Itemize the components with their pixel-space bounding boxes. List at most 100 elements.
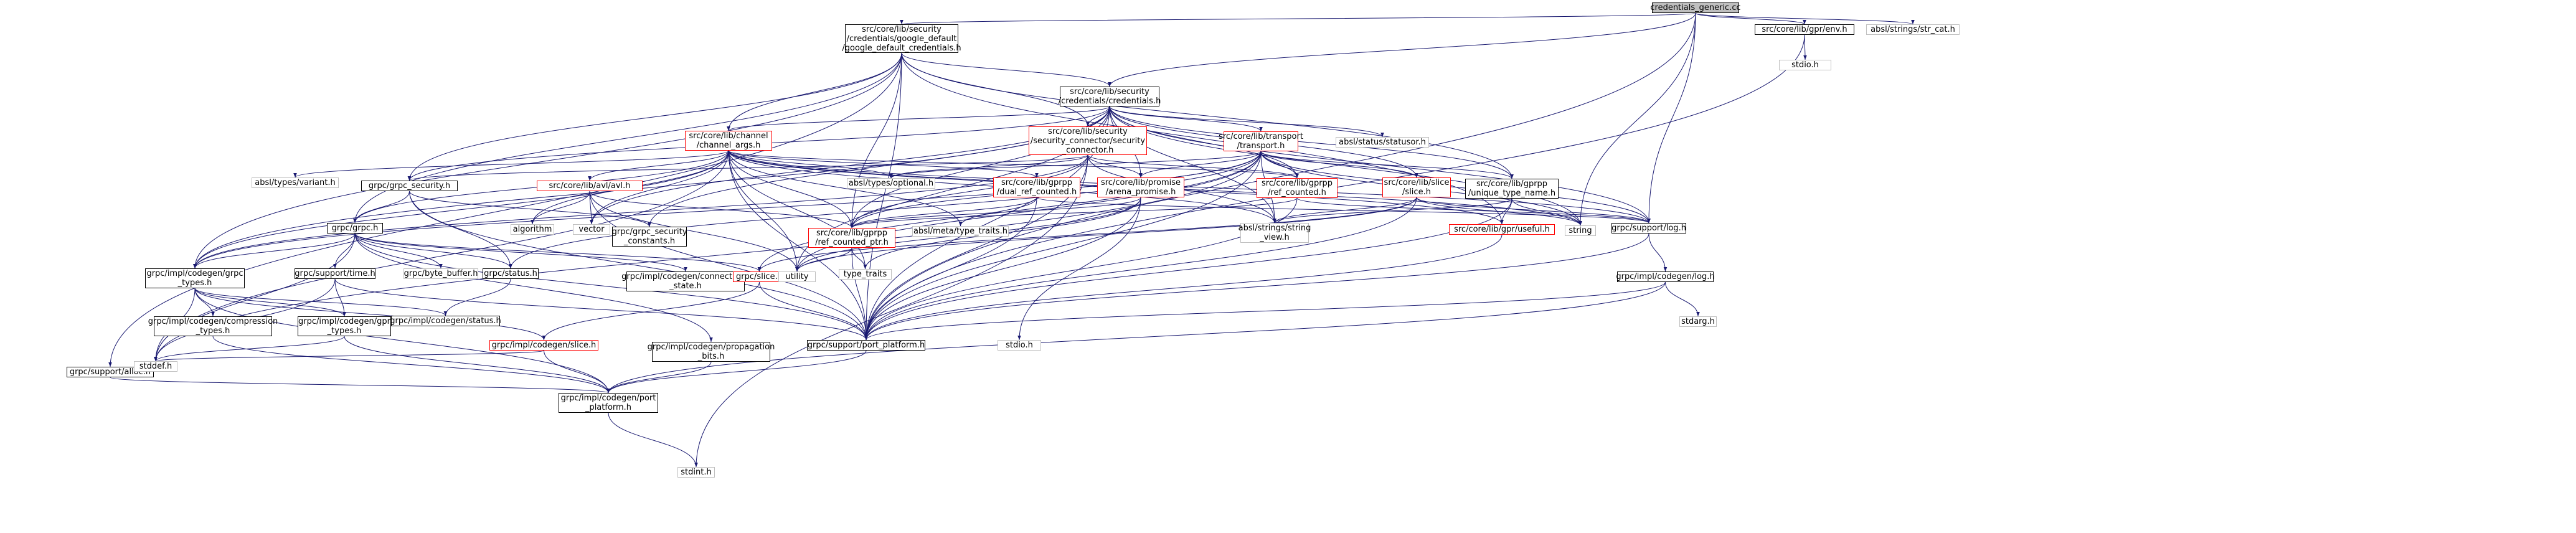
graph-node-stdarg[interactable]: stdarg.h: [1679, 316, 1717, 327]
node-label: absl/meta/type_traits.h: [913, 227, 1007, 236]
graph-node-gpr-types[interactable]: grpc/impl/codegen/gpr _types.h: [298, 316, 391, 336]
graph-node-channel-args[interactable]: src/core/lib/channel /channel_args.h: [685, 131, 772, 151]
dependency-edge: [864, 197, 1037, 341]
graph-node-avl[interactable]: src/core/lib/avl/avl.h: [537, 181, 643, 191]
graph-node-slice-h[interactable]: src/core/lib/slice /slice.h: [1382, 177, 1451, 197]
node-label: grpc/impl/codegen/status.h: [390, 316, 501, 326]
node-label: src/core/lib/channel /channel_args.h: [689, 131, 768, 150]
graph-node-stdint[interactable]: stdint.h: [677, 467, 715, 478]
dependency-edge: [354, 233, 762, 272]
dependency-edge: [1511, 198, 1582, 226]
graph-node-arena-promise[interactable]: src/core/lib/promise /arena_promise.h: [1097, 177, 1184, 197]
dependency-edge: [795, 151, 1262, 272]
node-label: grpc/byte_buffer.h: [403, 269, 478, 278]
graph-node-credentials[interactable]: src/core/lib/security /credentials/crede…: [1059, 87, 1161, 106]
dependency-edge: [606, 350, 867, 394]
node-label: src/core/lib/security /security_connecto…: [1030, 126, 1146, 155]
dependency-edge: [193, 233, 356, 269]
dependency-edge: [606, 361, 712, 394]
graph-node-grpc-h[interactable]: grpc/grpc.h: [327, 223, 383, 233]
graph-node-string[interactable]: string: [1565, 225, 1596, 236]
graph-node-security-connector[interactable]: src/core/lib/security /security_connecto…: [1029, 126, 1147, 155]
graph-node-useful[interactable]: src/core/lib/gpr/useful.h: [1449, 224, 1555, 235]
dependency-edge: [354, 233, 687, 272]
dependency-edge: [194, 288, 448, 316]
dependency-edge: [1648, 233, 1668, 272]
graph-node-stddef[interactable]: stddef.h: [134, 361, 177, 372]
dependency-edge: [1578, 12, 1696, 226]
graph-node-utility[interactable]: utility: [778, 271, 816, 282]
graph-node-algorithm[interactable]: algorithm: [511, 224, 554, 235]
graph-node-grpc-types[interactable]: grpc/impl/codegen/grpc _types.h: [145, 268, 245, 288]
dependency-edge: [864, 233, 1649, 341]
dependency-edge: [409, 191, 651, 227]
graph-node-dual-ref[interactable]: src/core/lib/gprpp /dual_ref_counted.h: [993, 177, 1080, 197]
node-label: src/core/lib/security /credentials/googl…: [842, 24, 961, 53]
node-label: src/core/lib/gprpp /ref_counted_ptr.h: [815, 229, 889, 247]
dependency-edge: [759, 281, 868, 341]
node-label: grpc/impl/codegen/propagation _bits.h: [647, 342, 775, 361]
dependency-edge: [864, 281, 1666, 341]
dependency-edge: [409, 191, 868, 341]
dependency-edge: [728, 150, 1039, 178]
graph-node-codegen-status[interactable]: grpc/impl/codegen/status.h: [390, 316, 501, 326]
graph-node-stdio[interactable]: stdio.h: [1779, 60, 1831, 70]
graph-node-grpc-security[interactable]: grpc/grpc_security.h: [361, 181, 458, 191]
dependency-edge: [1647, 12, 1696, 224]
node-label: string: [1569, 226, 1592, 235]
graph-node-status[interactable]: grpc/status.h: [483, 268, 539, 279]
graph-node-ref-counted[interactable]: src/core/lib/gprpp /ref_counted.h: [1257, 178, 1338, 198]
dependency-edge: [194, 288, 546, 341]
node-label: grpc/support/time.h: [295, 269, 375, 278]
graph-node-optional[interactable]: absl/types/optional.h: [847, 178, 935, 189]
graph-node-alloc[interactable]: grpc/support/alloc.h: [67, 367, 154, 377]
dependency-edge: [850, 197, 1298, 229]
dependency-edge: [1260, 151, 1418, 178]
dependency-edge: [727, 106, 1110, 131]
graph-node-variant[interactable]: absl/types/variant.h: [252, 177, 339, 188]
node-label: grpc/impl/codegen/connectivity _state.h: [621, 272, 750, 291]
node-label: absl/status/statusor.h: [1339, 138, 1426, 147]
graph-node-type-traits-h[interactable]: absl/meta/type_traits.h: [912, 226, 1009, 237]
dependency-edge: [1109, 106, 1514, 179]
graph-node-statusor[interactable]: absl/status/statusor.h: [1336, 137, 1429, 148]
dependency-edge: [407, 52, 902, 181]
graph-node-connectivity-state[interactable]: grpc/impl/codegen/connectivity _state.h: [621, 271, 750, 291]
dependency-edge: [1087, 154, 1299, 179]
graph-node-slice-pub[interactable]: grpc/slice.h: [733, 271, 786, 282]
graph-node-byte-buffer[interactable]: grpc/byte_buffer.h: [403, 268, 478, 279]
graph-node-port-platform[interactable]: grpc/support/port_platform.h: [807, 340, 925, 351]
node-label: stdio.h: [1006, 341, 1033, 350]
node-label: algorithm: [512, 225, 552, 234]
graph-node-str-cat[interactable]: absl/strings/str_cat.h: [1866, 24, 1960, 35]
node-label: grpc/grpc.h: [331, 224, 379, 233]
dependency-edge: [606, 281, 1666, 394]
node-label: credentials_generic.cc: [1650, 3, 1741, 12]
graph-node-transport[interactable]: src/core/lib/transport /transport.h: [1219, 131, 1303, 151]
graph-node-codegen-slice[interactable]: grpc/impl/codegen/slice.h: [489, 340, 598, 351]
node-label: absl/strings/str_cat.h: [1871, 25, 1955, 34]
graph-node-vector[interactable]: vector: [573, 224, 610, 235]
graph-node-gpr-env[interactable]: src/core/lib/gpr/env.h: [1755, 24, 1854, 35]
dependency-edge: [544, 350, 610, 394]
dependency-edge: [864, 234, 1503, 341]
dependency-edge: [193, 52, 902, 269]
graph-node-unique-type-name[interactable]: src/core/lib/gprpp /unique_type_name.h: [1465, 179, 1559, 199]
graph-node-log[interactable]: grpc/support/log.h: [1611, 223, 1686, 233]
dependency-edge: [193, 154, 1088, 269]
node-label: grpc/impl/codegen/grpc _types.h: [146, 269, 243, 288]
node-label: utility: [785, 272, 809, 281]
graph-node-stdio-h[interactable]: stdio.h: [998, 340, 1041, 351]
graph-node-security-constants[interactable]: grpc/grpc_security _constants.h: [612, 227, 687, 247]
graph-node-codegen-log[interactable]: grpc/impl/codegen/log.h: [1616, 271, 1715, 282]
graph-node-codegen-port-platform[interactable]: grpc/impl/codegen/port _platform.h: [559, 393, 658, 413]
graph-node-string-view[interactable]: absl/strings/string _view.h: [1238, 223, 1311, 243]
dependency-edge: [1695, 12, 1806, 25]
graph-node-time[interactable]: grpc/support/time.h: [295, 268, 375, 279]
graph-node-type-traits[interactable]: type_traits: [839, 269, 892, 280]
graph-node-compression-types[interactable]: grpc/impl/codegen/compression _types.h: [148, 316, 278, 336]
graph-node-google-default[interactable]: src/core/lib/security /credentials/googl…: [842, 24, 961, 53]
node-label: grpc/status.h: [484, 269, 537, 278]
graph-node-propagation-bits[interactable]: grpc/impl/codegen/propagation _bits.h: [648, 342, 775, 362]
graph-node-ref-counted-ptr[interactable]: src/core/lib/gprpp /ref_counted_ptr.h: [808, 228, 895, 248]
